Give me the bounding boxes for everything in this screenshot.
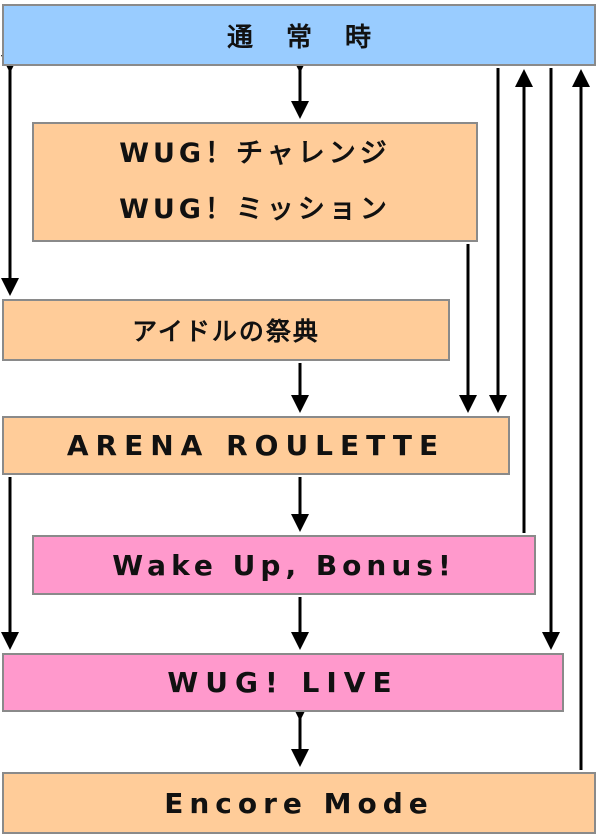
encore-mode-label: Encore Mode — [164, 786, 434, 820]
idol-festival-box: アイドルの祭典 — [2, 299, 450, 361]
wug-challenge-label: WUG！チャレンジ — [119, 138, 391, 169]
arena-roulette-box: ARENA ROULETTE — [2, 416, 510, 475]
wug-challenge-mission-box: WUG！チャレンジ WUG！ミッション — [32, 122, 478, 242]
wake-up-bonus-label: Wake Up, Bonus! — [112, 548, 456, 582]
normal-state-box: 通 常 時 — [2, 4, 596, 66]
normal-state-label: 通 常 時 — [226, 22, 384, 53]
encore-mode-box: Encore Mode — [2, 772, 596, 834]
idol-festival-label: アイドルの祭典 — [132, 317, 320, 346]
wake-up-bonus-box: Wake Up, Bonus! — [32, 535, 536, 595]
wug-live-box: WUG! LIVE — [2, 653, 564, 712]
wug-mission-label: WUG！ミッション — [119, 194, 391, 225]
wug-live-label: WUG! LIVE — [167, 666, 399, 699]
arena-roulette-label: ARENA ROULETTE — [66, 429, 446, 462]
